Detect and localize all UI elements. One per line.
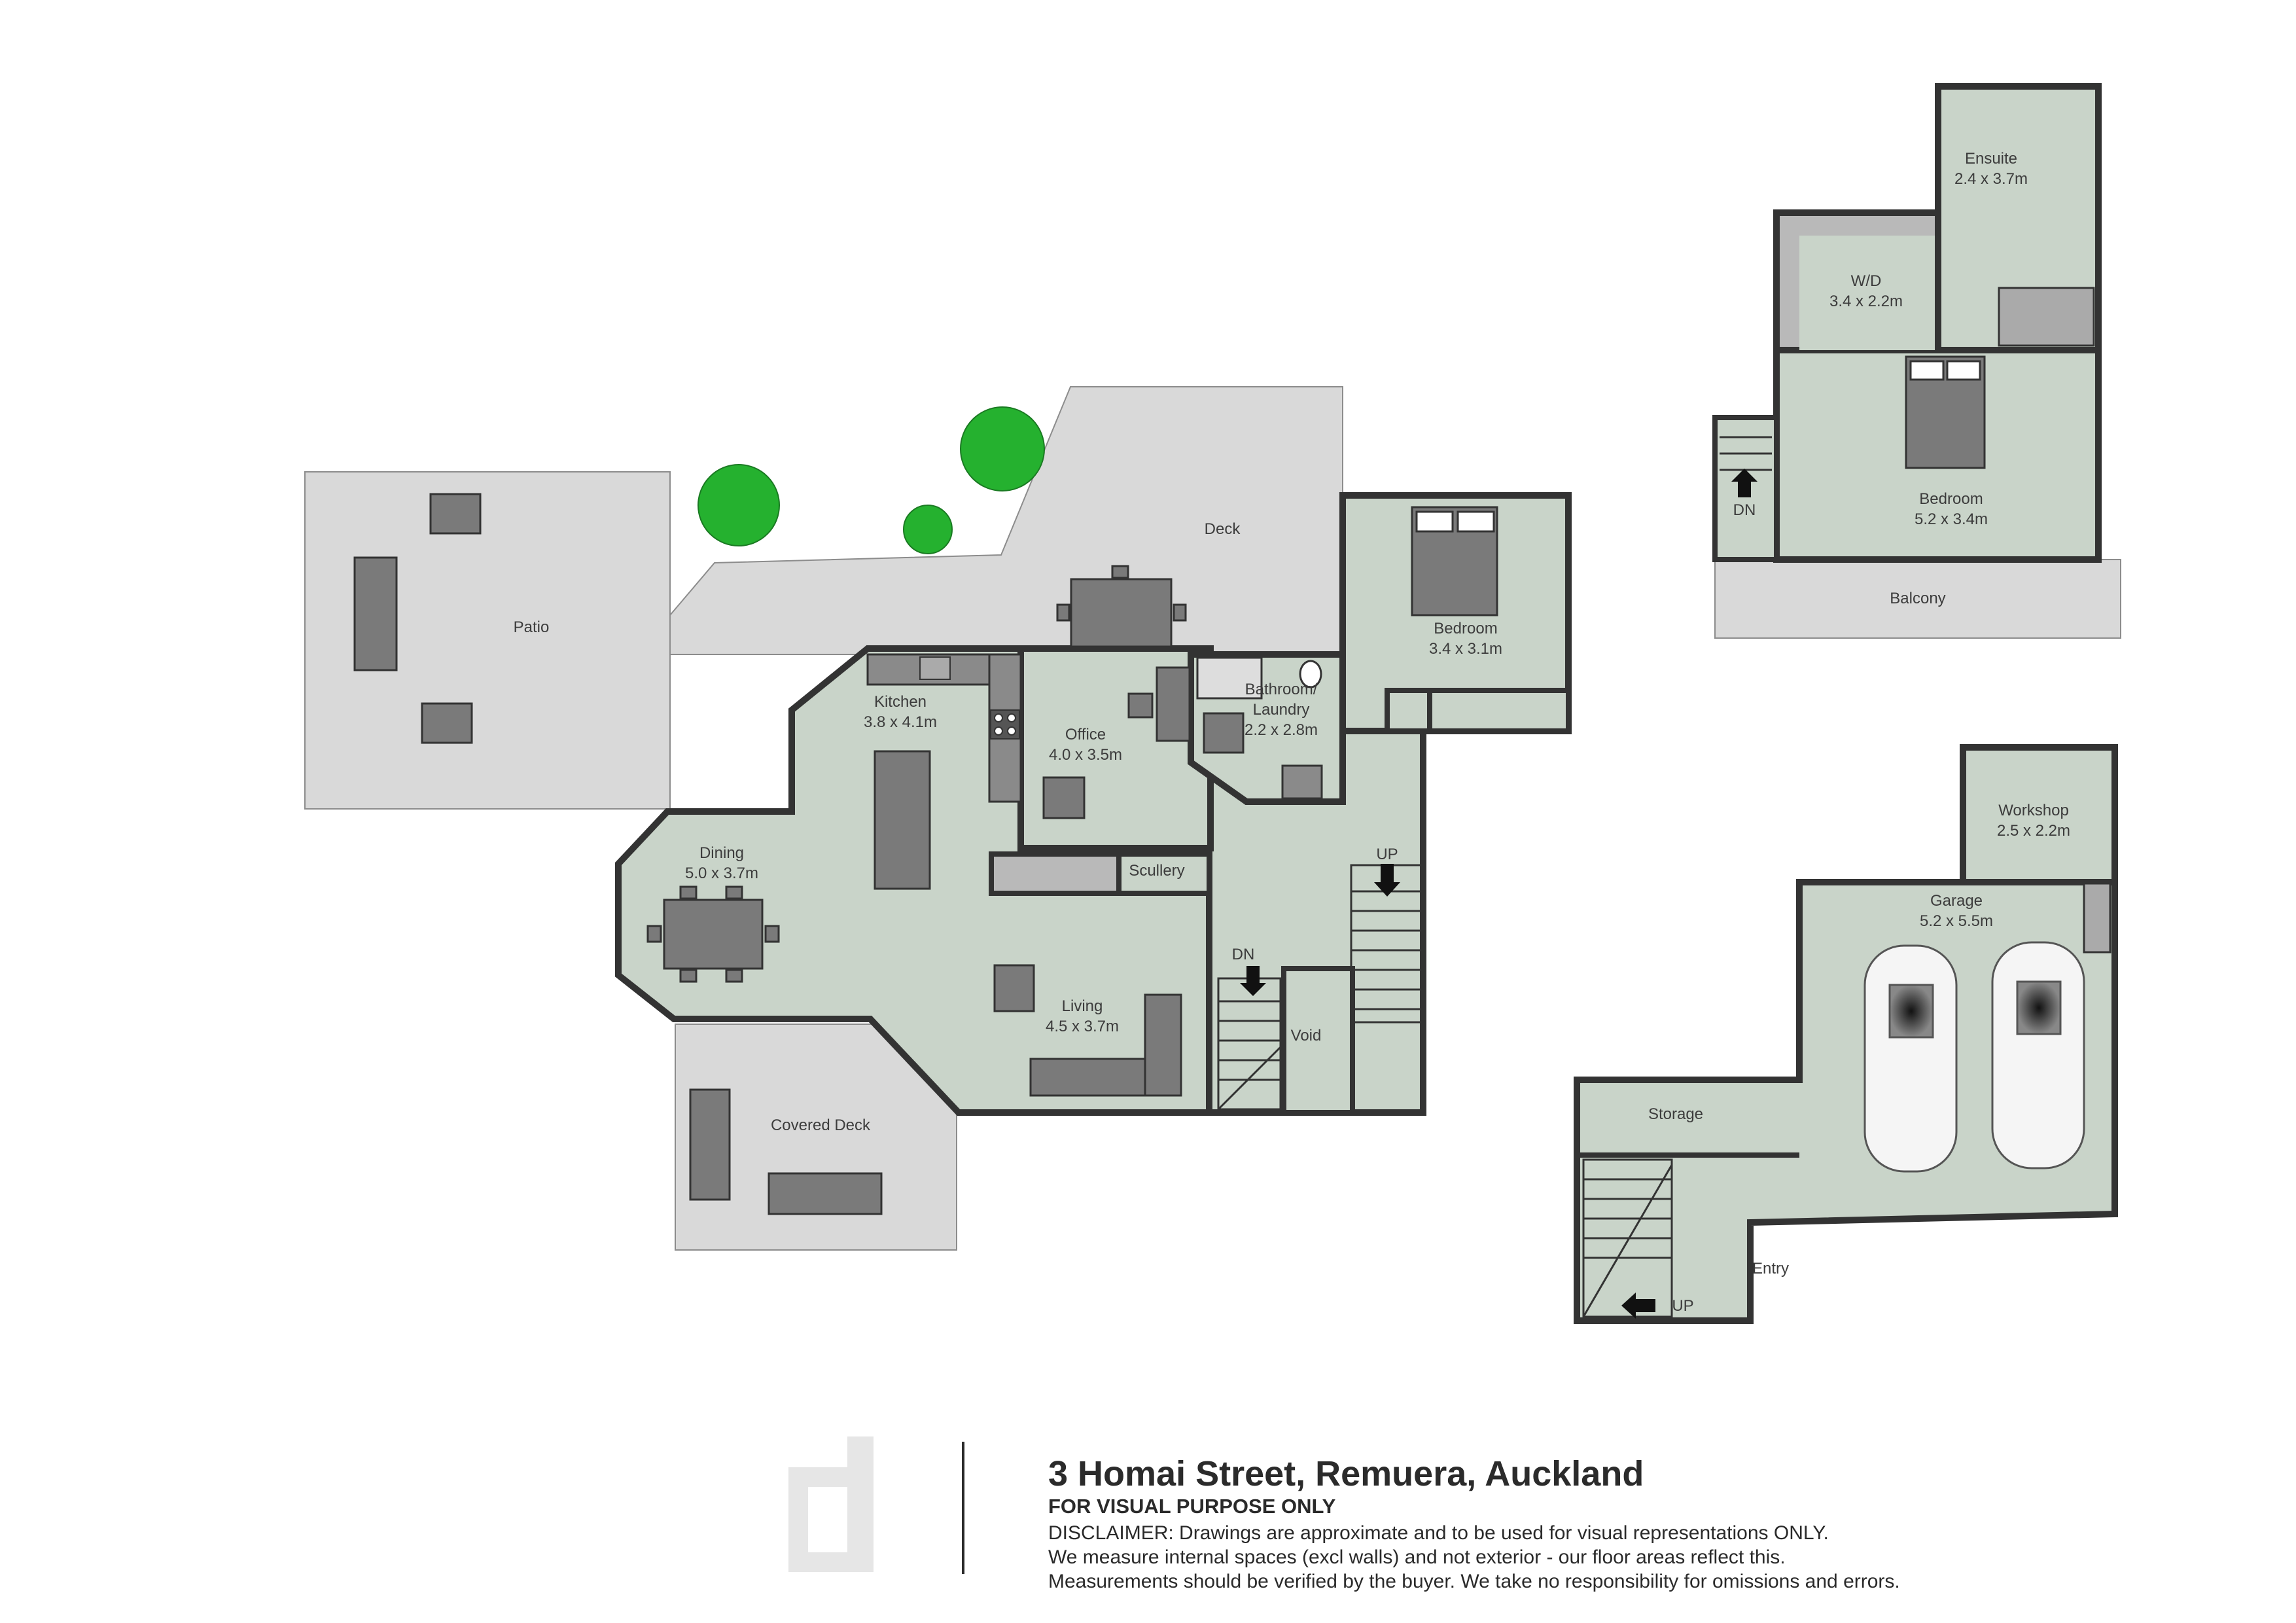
ensuite-name: Ensuite — [1965, 150, 2017, 168]
dining-table — [646, 885, 780, 983]
bed-icon — [1411, 506, 1498, 616]
covered-deck: Covered Deck — [675, 1024, 957, 1251]
disclaimer-line-1: DISCLAIMER: Drawings are approximate and… — [1048, 1522, 1829, 1544]
company-logo — [788, 1436, 874, 1572]
storage-name: Storage — [1648, 1105, 1703, 1123]
bed-icon — [1905, 355, 1986, 469]
bedroom-size: 3.4 x 3.1m — [1429, 640, 1502, 658]
patio-furniture — [353, 493, 482, 744]
tree-icon — [698, 406, 1045, 554]
dining-name: Dining — [699, 844, 744, 862]
living-size: 4.5 x 3.7m — [1046, 1018, 1119, 1035]
scullery-name: Scullery — [1129, 862, 1184, 880]
bedroom-upper-size: 5.2 x 3.4m — [1915, 510, 1988, 528]
stairs-main — [1217, 864, 1424, 1111]
office-furniture — [1042, 666, 1191, 819]
footer: 3 Homai Street, Remuera, Auckland FOR VI… — [1048, 1454, 1900, 1594]
bedroom-upper-name: Bedroom — [1919, 490, 1983, 508]
entry-name: Entry — [1752, 1260, 1789, 1277]
balcony-name: Balcony — [1890, 590, 1945, 607]
address-title: 3 Homai Street, Remuera, Auckland — [1048, 1454, 1644, 1493]
patio-label: Patio — [514, 618, 550, 636]
wd-size: 3.4 x 2.2m — [1829, 293, 1903, 310]
office-name: Office — [1065, 726, 1106, 743]
disclaimer-line-3: Measurements should be verified by the b… — [1048, 1571, 1900, 1592]
sink-icon — [919, 656, 951, 680]
arrow-down-icon — [1374, 864, 1400, 897]
arrow-down-icon — [1240, 966, 1266, 996]
living-name: Living — [1062, 997, 1103, 1015]
arrow-up-icon — [1731, 469, 1757, 497]
office-size: 4.0 x 3.5m — [1049, 746, 1122, 764]
bathroom-fixtures — [1196, 656, 1323, 800]
kitchen-island — [874, 750, 931, 890]
upper-stairs-dn: DN — [1733, 501, 1756, 519]
upper-floor: Balcony DN W/D 3.4 x 2.2m Ensuite 2.4 x … — [1712, 83, 2121, 639]
stairs-dn-label: DN — [1232, 946, 1255, 963]
cooktop-icon — [990, 709, 1020, 740]
living-sofa — [993, 964, 1182, 1097]
covered-deck-label: Covered Deck — [771, 1116, 871, 1134]
workshop-name: Workshop — [1998, 802, 2069, 819]
bathroom-name-2: Laundry — [1253, 701, 1310, 719]
garage-level: UP Workshop 2.5 x 2.2m Garage 5.2 x 5.5m… — [1574, 744, 2118, 1324]
kitchen-name: Kitchen — [874, 693, 927, 711]
ensuite-size: 2.4 x 3.7m — [1954, 170, 2028, 188]
void-name: Void — [1291, 1027, 1322, 1044]
garage-name: Garage — [1930, 892, 1983, 910]
disclaimer-line-2: We measure internal spaces (excl walls) … — [1048, 1546, 1786, 1568]
garage-size: 5.2 x 5.5m — [1920, 912, 1993, 930]
arrow-left-icon — [1621, 1293, 1655, 1319]
deck: Deck — [669, 386, 1343, 655]
bathroom-size: 2.2 x 2.8m — [1245, 721, 1318, 739]
bathroom-name: Bathroom/ — [1245, 681, 1318, 698]
deck-table — [1056, 565, 1187, 648]
workshop-size: 2.5 x 2.2m — [1997, 822, 2070, 840]
kitchen-size: 3.8 x 4.1m — [864, 713, 937, 731]
covered-deck-sofa — [689, 1088, 883, 1215]
deck-label: Deck — [1205, 520, 1241, 538]
main-floor: UP DN — [353, 492, 1572, 1215]
wd-label: W/D — [1851, 272, 1882, 290]
dining-size: 5.0 x 3.7m — [685, 865, 758, 882]
lower-stairs-up: UP — [1672, 1297, 1693, 1315]
stairs-up-label: UP — [1376, 846, 1398, 863]
visual-purpose-note: FOR VISUAL PURPOSE ONLY — [1048, 1495, 1336, 1518]
car-icon — [1863, 941, 2085, 1173]
bedroom-name: Bedroom — [1434, 620, 1497, 637]
